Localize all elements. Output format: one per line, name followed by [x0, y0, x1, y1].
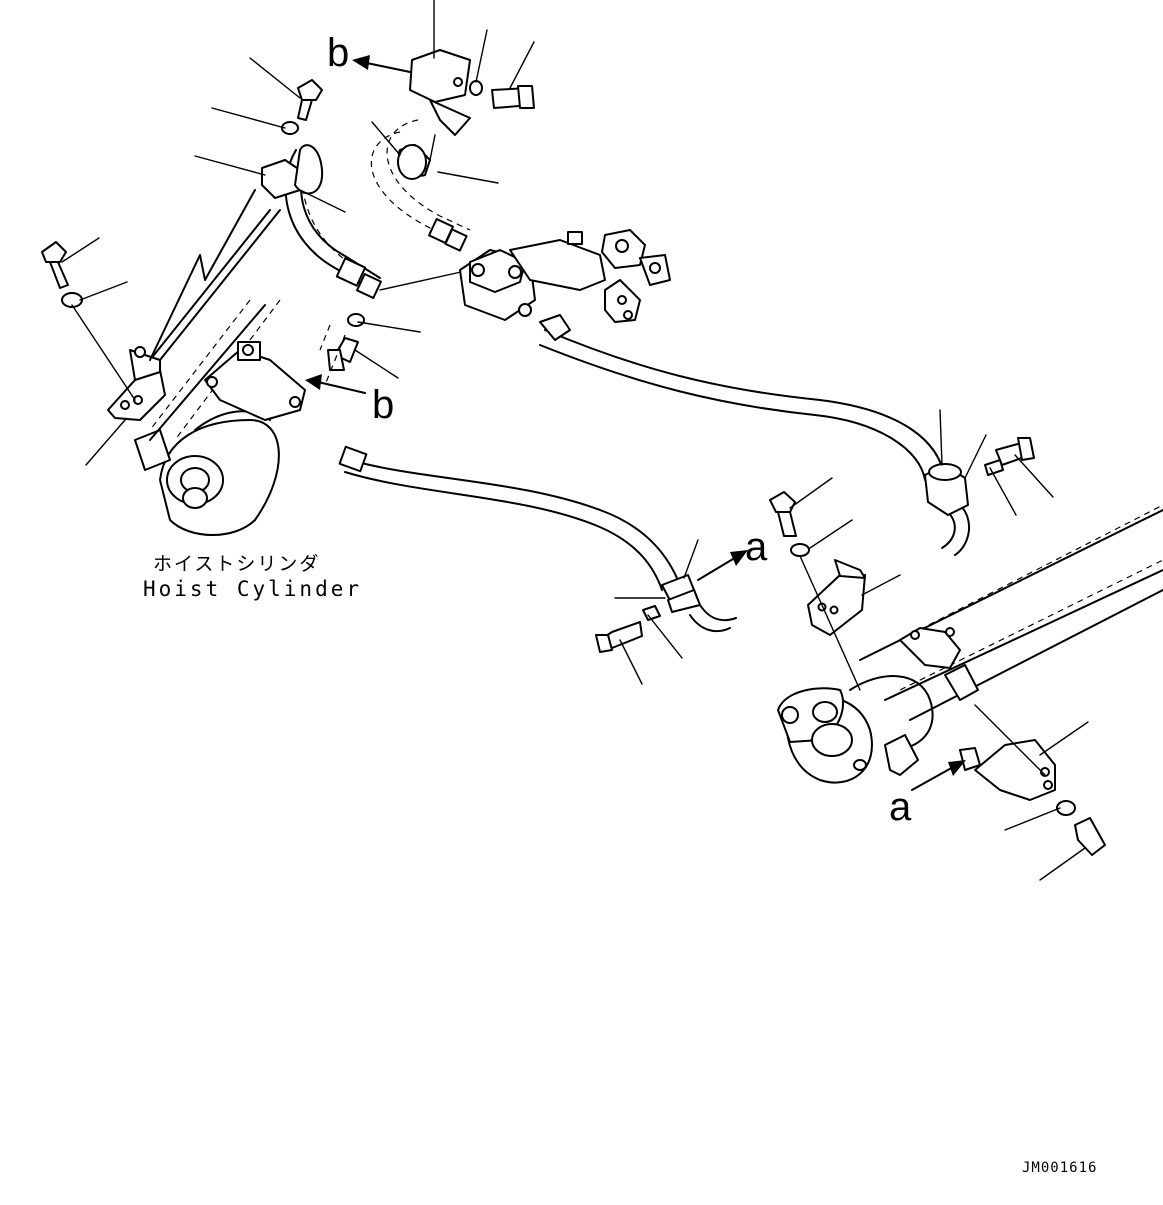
middle-bolt: [319, 313, 365, 386]
valve-block: [459, 229, 671, 341]
right-bracket-bolt: [769, 491, 810, 557]
break-mark: [149, 189, 256, 361]
callout-b-top: b: [327, 31, 349, 75]
lower-left-hose: [344, 459, 681, 591]
arrow-a-right: [697, 550, 748, 581]
arrow-b-top: [352, 55, 411, 73]
left-mount-block: [204, 341, 306, 421]
right-hose-elbow: [689, 504, 971, 633]
arrow-a-bottom: [911, 760, 966, 791]
lower-right-bolt: [1074, 817, 1106, 856]
upper-left-washer: [281, 121, 299, 135]
middle-long-hose: [539, 329, 946, 481]
hoist-cylinder-right: [777, 504, 1163, 784]
upper-hose-fittings: [335, 218, 471, 299]
left-bracket: [107, 346, 166, 421]
left-washer: [61, 292, 83, 308]
lower-right-washer: [1056, 800, 1076, 816]
upper-right-washer: [469, 80, 483, 96]
leader-lines: [61, 0, 1089, 881]
upper-hose-dashed: [299, 119, 471, 271]
upper-left-clamp: [261, 159, 301, 199]
upper-right-bolt: [491, 85, 535, 109]
callout-a-right: a: [745, 525, 768, 569]
right-bracket: [799, 555, 866, 691]
lower-clamp: [595, 574, 701, 653]
upper-left-bolt: [297, 79, 323, 121]
arrow-b-middle: [305, 374, 366, 394]
left-bolt-axis: [71, 304, 136, 401]
hoist-cylinder-label-en: Hoist Cylinder: [143, 577, 362, 601]
lower-left-fitting: [338, 445, 368, 473]
hoist-cylinder-label-jp: ホイストシリンダ: [153, 553, 320, 575]
drawing-code: JM001616: [1022, 1160, 1097, 1176]
callout-a-bottom: a: [889, 785, 912, 829]
hoist-cylinder-left: [134, 209, 281, 536]
lower-right-bracket: [959, 704, 1056, 801]
callout-b-middle: b: [372, 383, 394, 427]
upper-left-elbow: [294, 144, 324, 195]
right-clamp: [924, 437, 1035, 516]
left-bolt: [41, 241, 69, 289]
upper-clamp-bracket: [397, 49, 471, 180]
